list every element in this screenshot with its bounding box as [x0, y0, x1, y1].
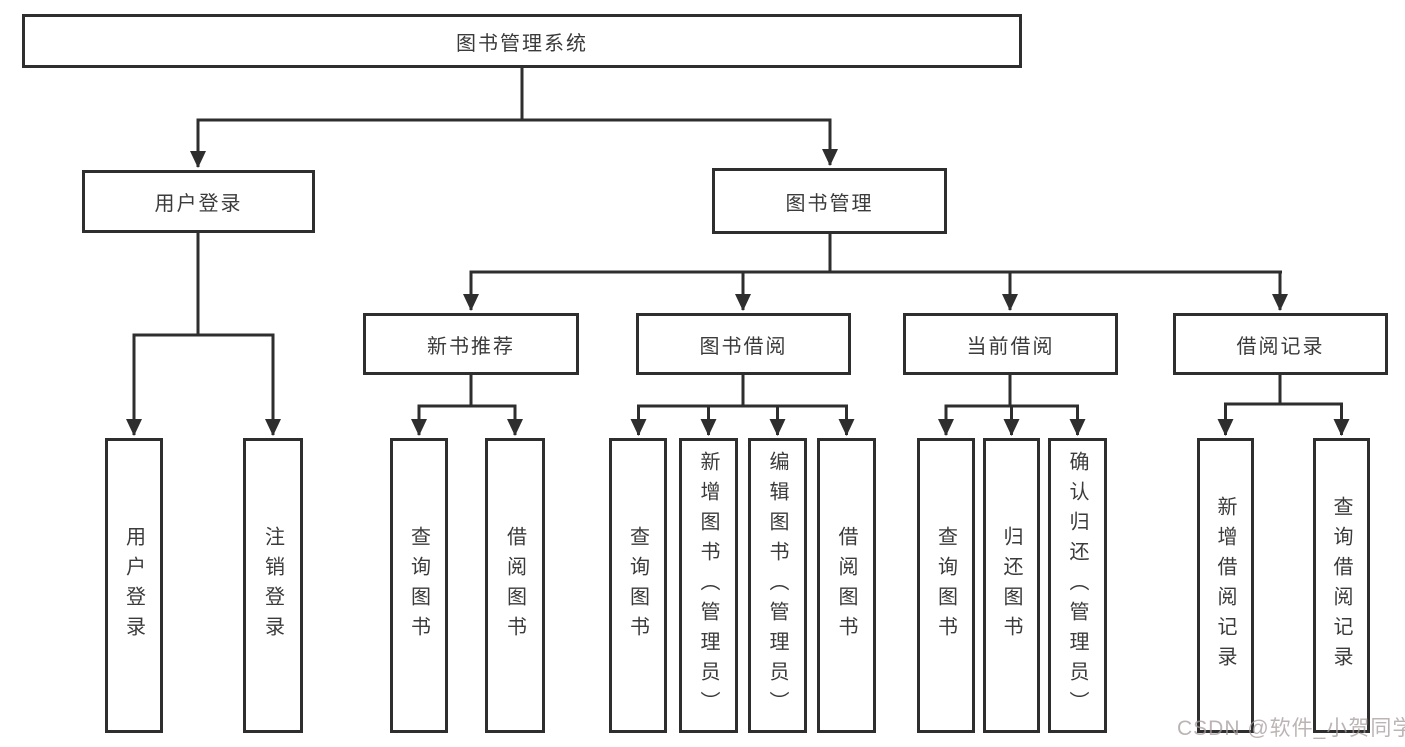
leaf-confirm-return-admin: 确认归还（管理员）: [1048, 438, 1107, 733]
node-book-borrowing: 图书借阅: [636, 313, 851, 375]
leaf-user-login: 用户登录: [105, 438, 163, 733]
leaf-add-books-admin: 新增图书（管理员）: [679, 438, 738, 733]
leaf-return-books: 归还图书: [983, 438, 1040, 733]
leaf-query-books-recommend: 查询图书: [390, 438, 448, 733]
leaf-borrow-books-recommend: 借阅图书: [485, 438, 545, 733]
leaf-query-books-borrowing: 查询图书: [609, 438, 667, 733]
leaf-edit-books-admin: 编辑图书（管理员）: [748, 438, 807, 733]
node-book-management: 图书管理: [712, 168, 947, 234]
node-current-borrowing: 当前借阅: [903, 313, 1118, 375]
node-borrowing-records: 借阅记录: [1173, 313, 1388, 375]
node-user-login: 用户登录: [82, 170, 315, 233]
node-new-book-recommend: 新书推荐: [363, 313, 579, 375]
leaf-logout: 注销登录: [243, 438, 303, 733]
leaf-borrow-books: 借阅图书: [817, 438, 876, 733]
leaf-query-books-current: 查询图书: [917, 438, 975, 733]
leaf-add-borrow-record: 新增借阅记录: [1197, 438, 1254, 733]
leaf-query-borrow-record: 查询借阅记录: [1313, 438, 1370, 733]
node-root: 图书管理系统: [22, 14, 1022, 68]
